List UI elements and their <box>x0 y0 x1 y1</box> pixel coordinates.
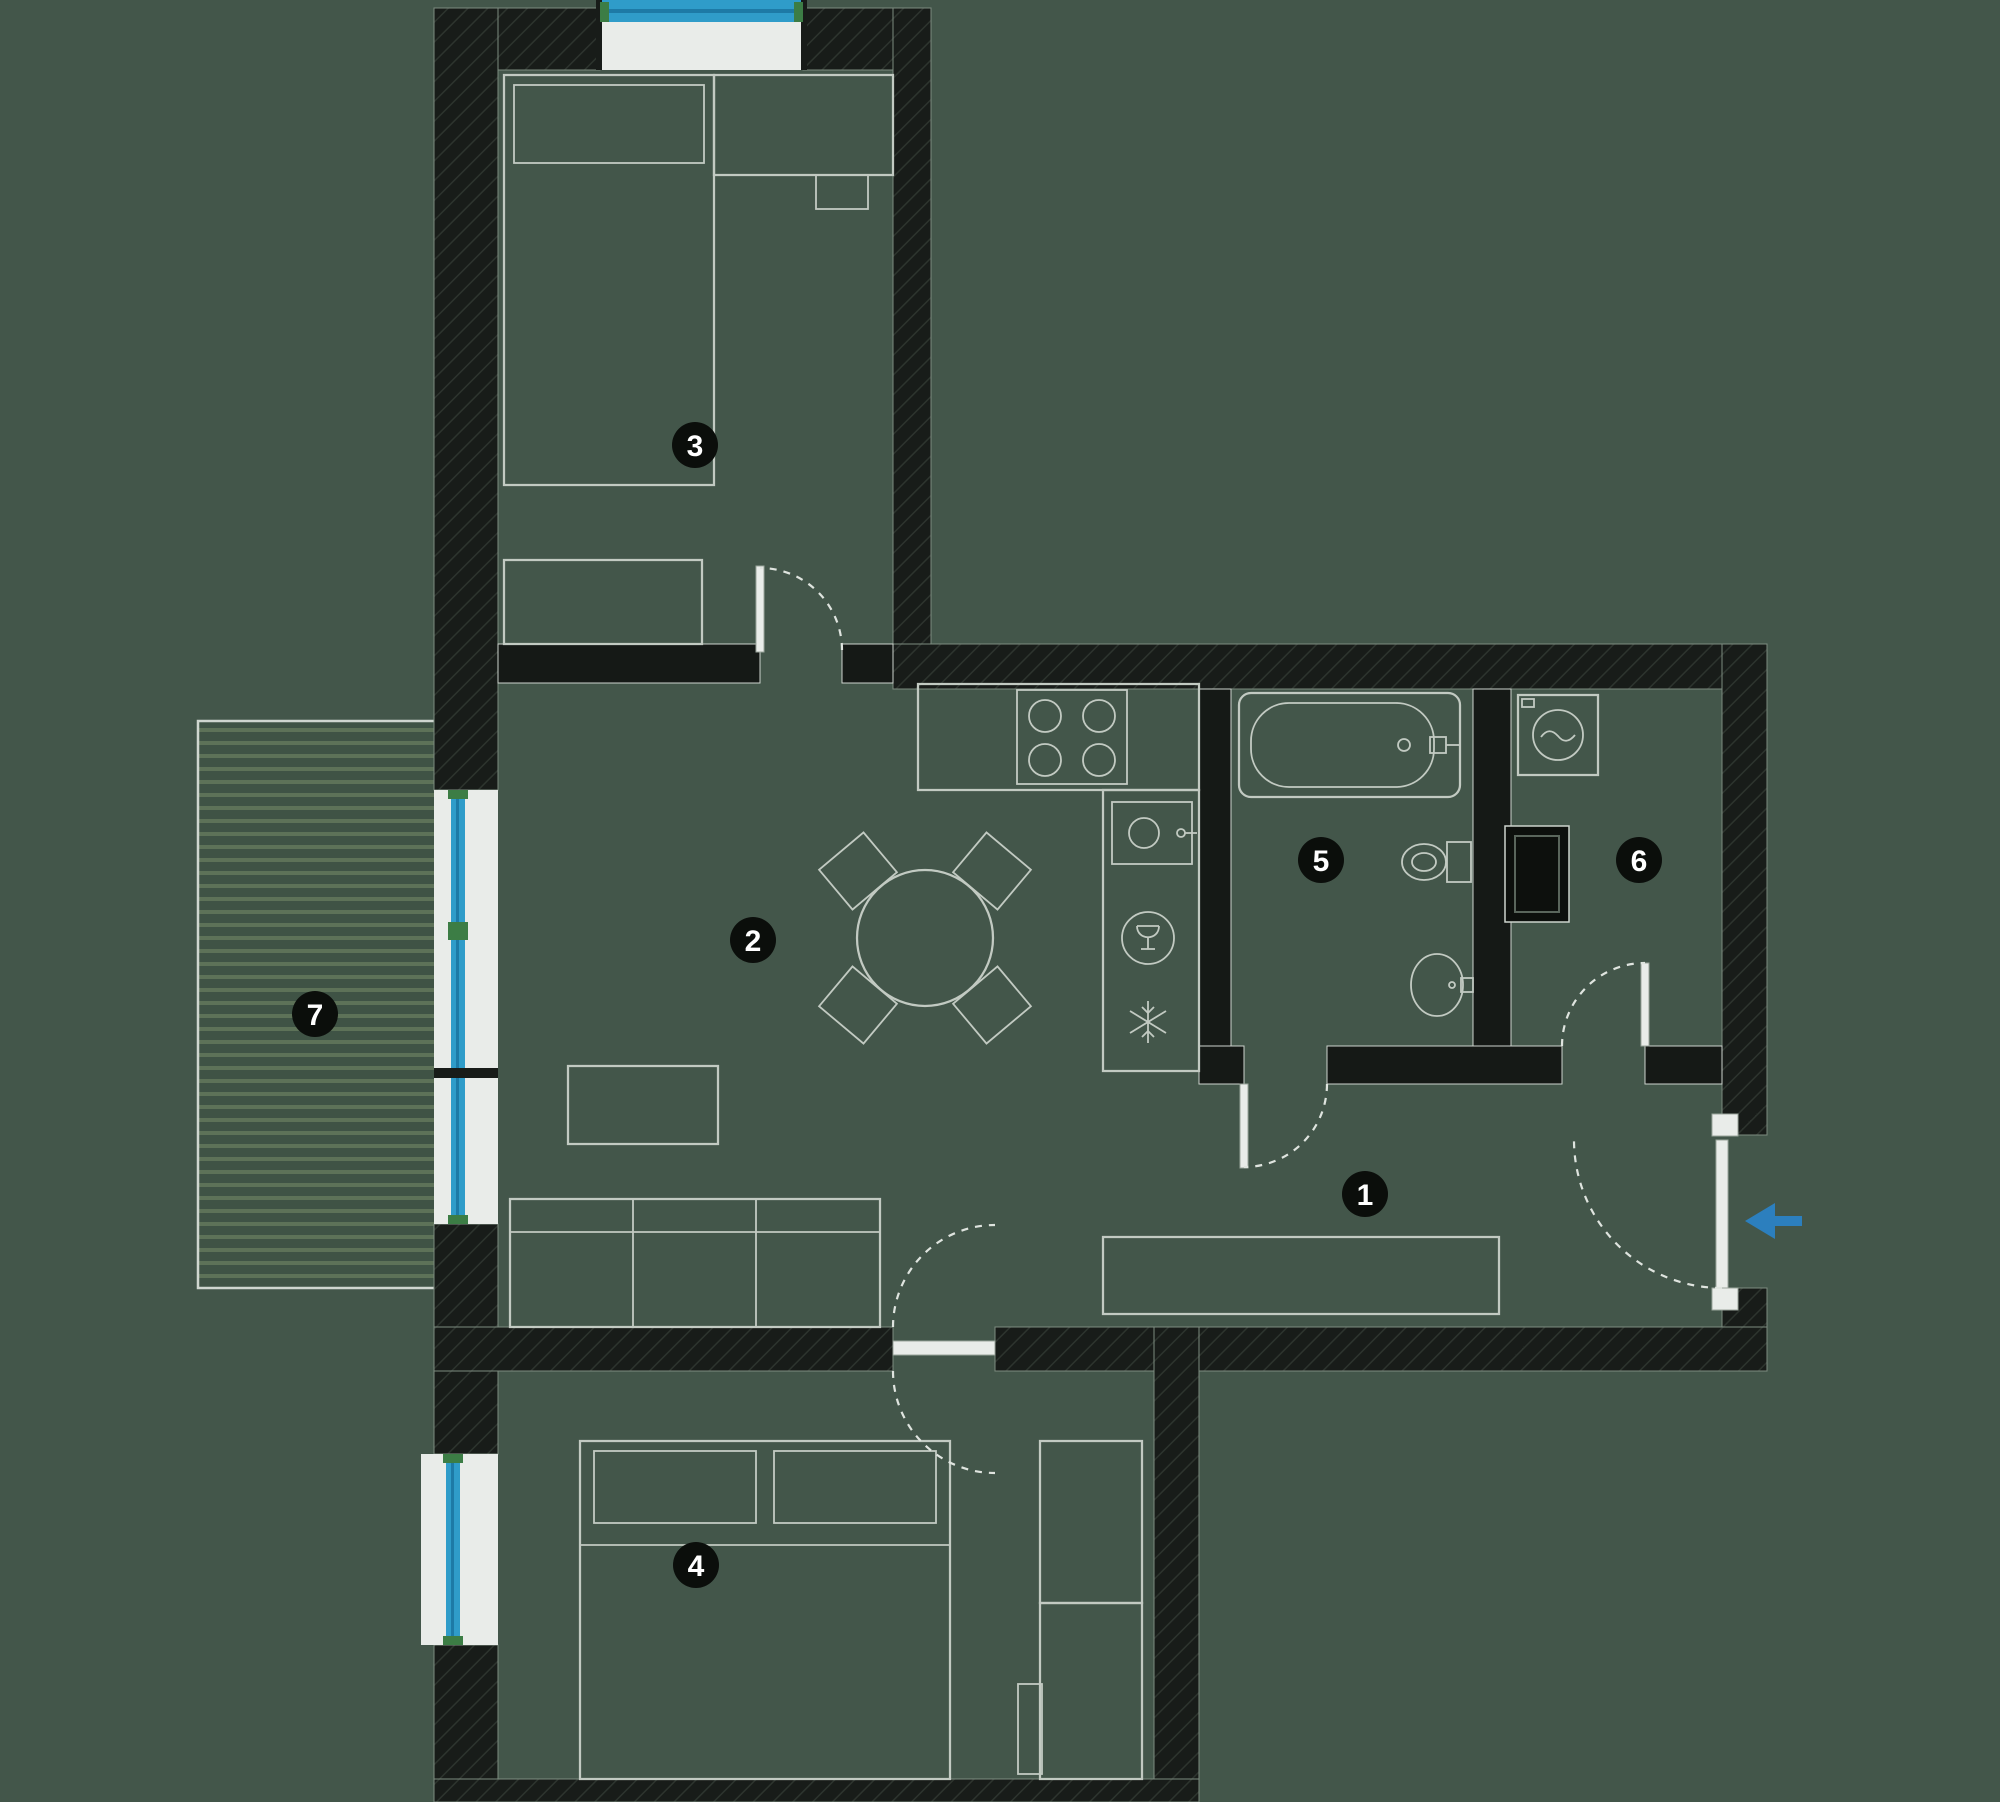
kitchen-sink-icon <box>1111 801 1197 865</box>
door-utility <box>1560 961 1650 1047</box>
toilet-icon <box>1401 841 1472 883</box>
window-top-icon <box>596 0 807 70</box>
furniture-bathroom <box>1237 691 1474 1017</box>
window-living-icon <box>434 790 498 931</box>
sofa-icon <box>508 1197 882 1329</box>
svg-text:2: 2 <box>745 925 762 958</box>
door-entrance <box>1572 1113 1739 1311</box>
room-label-4: 4 <box>673 1542 719 1588</box>
kitchen-counter-column-icon <box>1101 788 1201 1073</box>
snowflake-icon <box>1129 1001 1167 1043</box>
room-label-3: 3 <box>672 422 718 468</box>
dresser-icon <box>502 558 704 646</box>
bed-icon <box>502 73 716 487</box>
pillow-icon <box>513 84 705 164</box>
dining-table-icon <box>817 831 1033 1045</box>
room-label-5: 5 <box>1298 837 1344 883</box>
exterior-walls <box>433 7 1768 1802</box>
room-label-7: 7 <box>292 991 338 1037</box>
washing-machine-icon <box>1516 693 1600 777</box>
svg-text:1: 1 <box>1357 1179 1374 1212</box>
chair-icon <box>815 174 869 210</box>
wardrobe-icon <box>1038 1601 1144 1781</box>
balcony-door-icon <box>434 931 498 1224</box>
desk-icon <box>712 73 895 177</box>
furniture-living-kitchen <box>508 682 1201 1329</box>
pillow-icon <box>773 1450 937 1524</box>
room-labels: 1 2 3 4 5 6 7 <box>292 422 1662 1588</box>
door-bedroom-4 <box>891 1223 996 1475</box>
furniture-bedroom-3 <box>502 73 895 646</box>
interior-walls <box>497 643 1723 1085</box>
svg-text:4: 4 <box>688 1550 705 1583</box>
room-label-6: 6 <box>1616 837 1662 883</box>
door-bedroom-3 <box>755 565 844 653</box>
furniture-hallway <box>1101 1235 1501 1316</box>
room-label-1: 1 <box>1342 1171 1388 1217</box>
furniture-bedroom-4 <box>578 1439 1144 1781</box>
window-bedroom-icon <box>421 1454 498 1645</box>
shelf-icon <box>1017 1683 1043 1775</box>
coffee-table-icon <box>566 1064 720 1146</box>
windows <box>421 0 807 1645</box>
stove-icon <box>1016 689 1128 785</box>
entrance-arrow-icon <box>1745 1203 1802 1239</box>
shaft-cabinet-icon <box>1504 825 1570 923</box>
room-label-2: 2 <box>730 917 776 963</box>
kitchen-counter-icon <box>916 682 1201 792</box>
washbasin-icon <box>1410 953 1474 1017</box>
pillow-icon <box>593 1450 757 1524</box>
doors <box>755 565 1739 1475</box>
door-bathroom <box>1239 1083 1329 1169</box>
svg-text:3: 3 <box>687 430 704 463</box>
svg-text:5: 5 <box>1313 845 1330 878</box>
wardrobe-console-icon <box>1101 1235 1501 1316</box>
bed-icon <box>578 1439 952 1781</box>
dishwasher-icon <box>1121 911 1175 965</box>
bathtub-icon <box>1237 691 1462 799</box>
svg-text:7: 7 <box>307 999 324 1032</box>
furniture-utility <box>1504 693 1600 923</box>
svg-text:6: 6 <box>1631 845 1648 878</box>
